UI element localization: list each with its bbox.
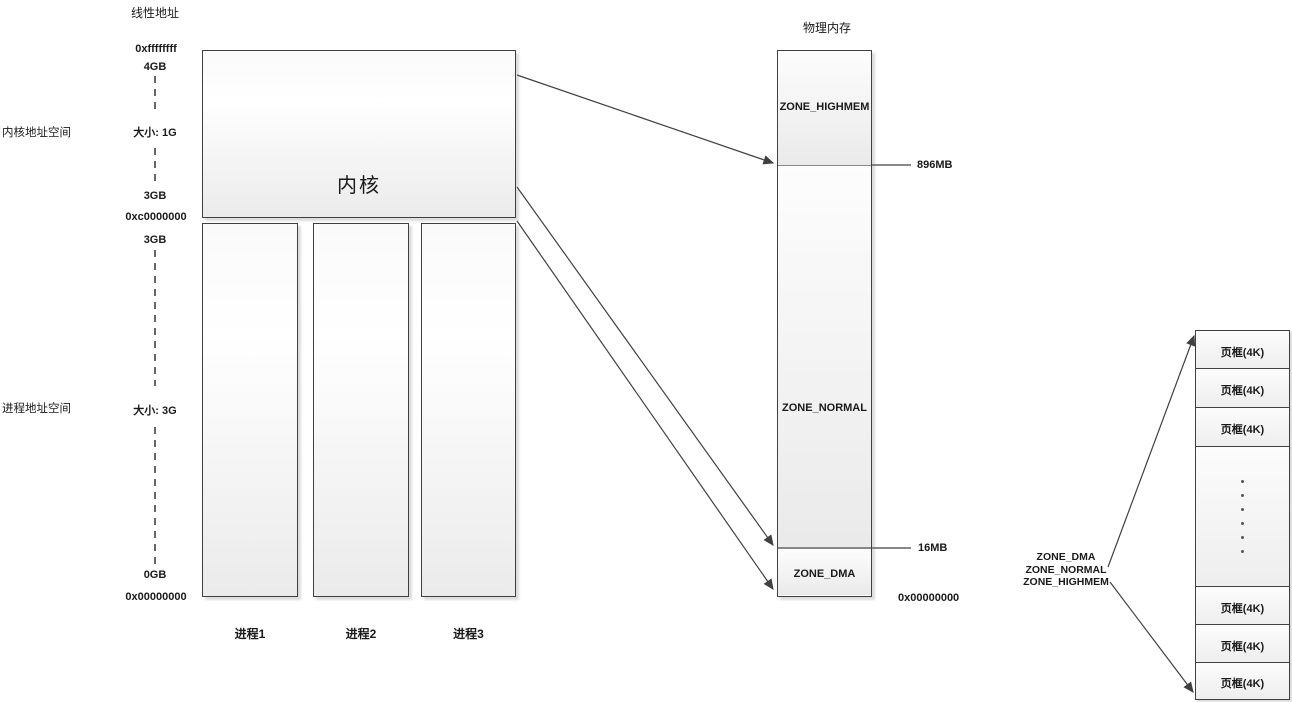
physical-memory-box: ZONE_HIGHMEM ZONE_NORMAL ZONE_DMA bbox=[777, 50, 872, 597]
zone-normal-label: ZONE_NORMAL bbox=[782, 402, 867, 414]
process1-box: 进程1 bbox=[202, 223, 298, 641]
zone-list-dma: ZONE_DMA bbox=[1036, 551, 1096, 563]
zone-highmem-region: ZONE_HIGHMEM bbox=[778, 51, 871, 165]
arrow-kernel-to-highmem-boundary bbox=[516, 74, 775, 165]
arrow-kernel-to-dma-top bbox=[516, 186, 774, 546]
page-frame-label: 页框(4K) bbox=[1220, 347, 1265, 359]
boundary-16mb-label: 16MB bbox=[918, 542, 948, 554]
axis-label-4gb: 4GB bbox=[143, 61, 167, 73]
zone-list-annotation: ZONE_DMA ZONE_NORMAL ZONE_HIGHMEM bbox=[1023, 551, 1109, 589]
axis-label-0xc0000000: 0xc0000000 bbox=[125, 211, 187, 223]
axis-label-0x00000000: 0x00000000 bbox=[125, 591, 187, 603]
process1-label: 进程1 bbox=[234, 627, 266, 641]
kernel-box: 内核 bbox=[202, 50, 516, 218]
axis-label-3gb-upper: 3GB bbox=[143, 190, 167, 202]
process3-box: 进程3 bbox=[421, 223, 516, 641]
kernel-address-space-label: 内核地址空间 bbox=[2, 127, 71, 139]
arrow-kernel-to-dma-bottom bbox=[516, 220, 774, 590]
zone-normal-region: ZONE_NORMAL bbox=[778, 166, 871, 547]
linear-address-title: 线性地址 bbox=[130, 6, 180, 20]
boundary-896mb-label: 896MB bbox=[917, 159, 953, 171]
page-frame-label: 页框(4K) bbox=[1220, 641, 1265, 653]
axis-label-process-size: 大小: 3G bbox=[133, 405, 177, 417]
page-frame-box-5: 页框(4K) bbox=[1195, 624, 1290, 663]
ellipsis-dots bbox=[1196, 447, 1289, 586]
axis-label-0gb: 0GB bbox=[143, 569, 167, 581]
axis-label-kernel-size: 大小: 1G bbox=[133, 127, 177, 139]
page-frame-label: 页框(4K) bbox=[1220, 678, 1265, 690]
axis-label-3gb-lower: 3GB bbox=[143, 234, 167, 246]
process2-label: 进程2 bbox=[345, 627, 377, 641]
page-frame-label: 页框(4K) bbox=[1220, 424, 1265, 436]
page-frame-label: 页框(4K) bbox=[1220, 603, 1265, 615]
arrow-zonelist-to-last-frame bbox=[1109, 581, 1194, 693]
arrow-zonelist-to-first-frame bbox=[1107, 334, 1196, 568]
kernel-box-label: 内核 bbox=[337, 175, 381, 197]
zone-dma-region: ZONE_DMA bbox=[778, 549, 871, 595]
page-frame-box-3: 页框(4K) bbox=[1195, 407, 1290, 447]
page-frame-ellipsis-box bbox=[1195, 446, 1290, 587]
page-frame-box-4: 页框(4K) bbox=[1195, 586, 1290, 625]
process-address-space-label: 进程地址空间 bbox=[2, 403, 71, 415]
page-frame-box-2: 页框(4K) bbox=[1195, 368, 1290, 408]
page-frame-label: 页框(4K) bbox=[1220, 385, 1265, 397]
zone-list-highmem: ZONE_HIGHMEM bbox=[1023, 576, 1109, 588]
axis-label-0xffffffff: 0xffffffff bbox=[135, 43, 177, 55]
process3-label: 进程3 bbox=[453, 627, 484, 641]
process2-box: 进程2 bbox=[313, 223, 409, 641]
page-frame-box-6: 页框(4K) bbox=[1195, 662, 1290, 700]
physical-memory-title: 物理内存 bbox=[802, 21, 852, 35]
zone-list-normal: ZONE_NORMAL bbox=[1025, 563, 1107, 576]
zone-highmem-label: ZONE_HIGHMEM bbox=[779, 101, 870, 113]
zone-dma-label: ZONE_DMA bbox=[793, 568, 856, 580]
page-frame-box-1: 页框(4K) bbox=[1195, 330, 1290, 369]
physical-base-address-label: 0x00000000 bbox=[898, 592, 960, 604]
